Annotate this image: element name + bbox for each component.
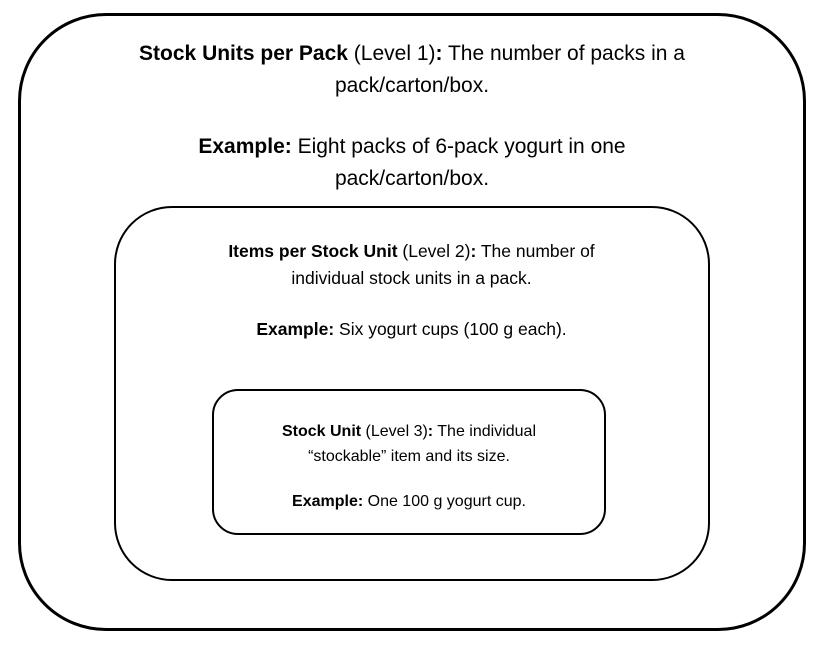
level1-level-label: (Level 1) bbox=[347, 42, 436, 65]
level1-example-line2: pack/carton/box. bbox=[334, 167, 490, 190]
level1-text: Stock Units per Pack (Level 1): The numb… bbox=[21, 16, 803, 195]
level1-definition-line2: pack/carton/box. bbox=[334, 74, 490, 97]
level2-text: Items per Stock Unit (Level 2): The numb… bbox=[116, 208, 708, 343]
level2-box: Items per Stock Unit (Level 2): The numb… bbox=[113, 205, 710, 581]
level2-term: Items per Stock Unit bbox=[228, 240, 398, 261]
level1-definition-text: The number of packs in a bbox=[442, 42, 685, 65]
level2-definition-line1: Items per Stock Unit (Level 2): The numb… bbox=[116, 238, 708, 265]
level1-example-line1: Example: Eight packs of 6-pack yogurt in… bbox=[21, 131, 803, 163]
level3-example-text: One 100 g yogurt cup. bbox=[363, 493, 526, 510]
level1-example-text: Eight packs of 6-pack yogurt in one bbox=[291, 135, 626, 158]
level2-definition-text: The number of bbox=[476, 240, 595, 261]
level1-colon: : bbox=[435, 42, 443, 65]
level3-term: Stock Unit bbox=[281, 423, 362, 440]
level3-definition-line1: Stock Unit (Level 3): The individual bbox=[214, 419, 604, 444]
level1-term: Stock Units per Pack bbox=[139, 42, 348, 65]
level2-example-line1: Example: Six yogurt cups (100 g each). bbox=[116, 316, 708, 343]
level2-example-label: Example: bbox=[256, 318, 335, 339]
level1-definition-line1: Stock Units per Pack (Level 1): The numb… bbox=[21, 38, 803, 70]
level2-example-text: Six yogurt cups (100 g each). bbox=[334, 318, 567, 339]
level3-level-label: (Level 3) bbox=[361, 423, 428, 440]
level3-definition-line2: “stockable” item and its size. bbox=[308, 448, 510, 465]
level2-level-label: (Level 2) bbox=[397, 240, 471, 261]
level3-example-line1: Example: One 100 g yogurt cup. bbox=[214, 489, 604, 514]
level3-text: Stock Unit (Level 3): The individual “st… bbox=[214, 391, 604, 514]
level3-example-label: Example: bbox=[292, 493, 364, 510]
level1-box: Stock Units per Pack (Level 1): The numb… bbox=[18, 13, 806, 631]
level2-definition-line2: individual stock units in a pack. bbox=[291, 267, 532, 288]
level1-example-label: Example: bbox=[198, 135, 292, 158]
level2-colon: : bbox=[470, 240, 477, 261]
level3-definition-text: The individual bbox=[433, 423, 537, 440]
level3-box: Stock Unit (Level 3): The individual “st… bbox=[212, 389, 606, 535]
level3-colon: : bbox=[427, 423, 434, 440]
